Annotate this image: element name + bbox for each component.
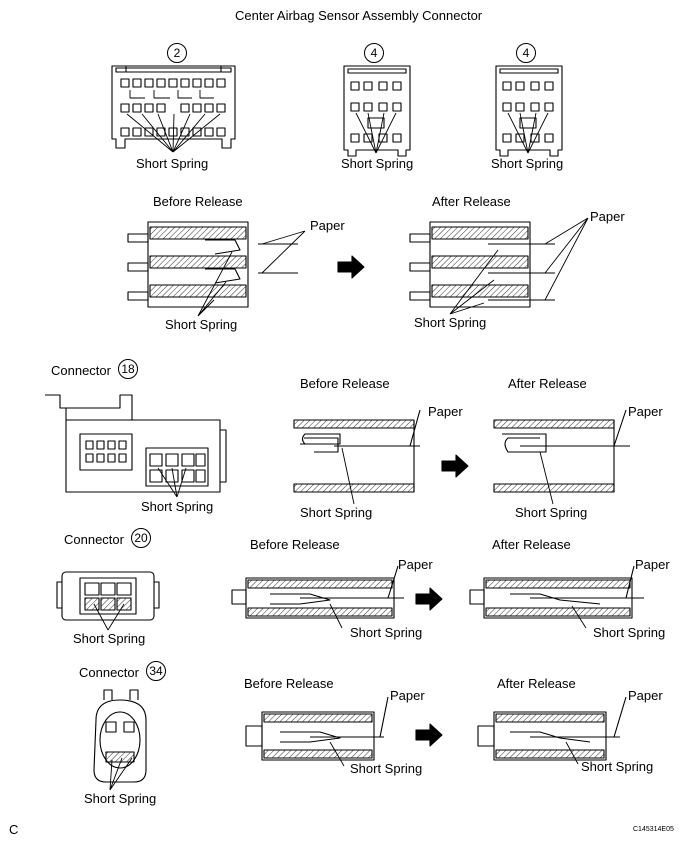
connector-number-4-b: 4 — [516, 43, 536, 63]
after-release-label-2: After Release — [508, 376, 587, 391]
before-release-section-20 — [231, 565, 404, 629]
short-spring-label-3: Short Spring — [491, 156, 564, 171]
footer-letter: C — [9, 822, 19, 837]
figure-code: C145314E05 — [633, 826, 674, 833]
after-release-section-20 — [469, 565, 644, 629]
short-spring-label-11: Short Spring — [593, 625, 666, 640]
connector-number-34: 34 — [146, 661, 166, 681]
connector-number-20: 20 — [131, 528, 151, 548]
diagram-title: Center Airbag Sensor Assembly Connector — [235, 8, 483, 23]
after-release-section-18 — [493, 409, 630, 505]
right-arrow-3 — [415, 587, 443, 611]
connector-4b-drawing — [495, 65, 563, 157]
paper-label-7: Paper — [390, 688, 425, 703]
connector-18-label: Connector — [51, 363, 111, 378]
paper-label-2: Paper — [590, 209, 625, 224]
after-release-section-34 — [477, 696, 627, 765]
short-spring-label-10: Short Spring — [350, 625, 423, 640]
short-spring-label-8: Short Spring — [515, 505, 588, 520]
after-release-label-1: After Release — [432, 194, 511, 209]
short-spring-label-6: Short Spring — [141, 499, 214, 514]
short-spring-label-4: Short Spring — [165, 317, 238, 332]
short-spring-label-13: Short Spring — [581, 759, 654, 774]
connector-number-4-a: 4 — [364, 43, 384, 63]
paper-label-8: Paper — [628, 688, 663, 703]
before-release-label-3: Before Release — [250, 537, 340, 552]
right-arrow-4 — [415, 723, 443, 747]
short-spring-label-1: Short Spring — [136, 156, 209, 171]
short-spring-label-9: Short Spring — [73, 631, 146, 646]
connector-number-18: 18 — [118, 359, 138, 379]
connector-4a-drawing — [343, 65, 411, 157]
short-spring-label-14: Short Spring — [84, 791, 157, 806]
after-release-side-view-1 — [409, 217, 589, 315]
connector-34-drawing — [93, 689, 147, 791]
paper-label-4: Paper — [628, 404, 663, 419]
short-spring-label-2: Short Spring — [341, 156, 414, 171]
connector-2-drawing — [111, 65, 236, 153]
paper-label-6: Paper — [635, 557, 670, 572]
before-release-label-2: Before Release — [300, 376, 390, 391]
before-release-section-18 — [293, 409, 421, 505]
paper-label-5: Paper — [398, 557, 433, 572]
after-release-label-4: After Release — [497, 676, 576, 691]
paper-label-3: Paper — [428, 404, 463, 419]
connector-34-label: Connector — [79, 665, 139, 680]
short-spring-label-12: Short Spring — [350, 761, 423, 776]
right-arrow-1 — [337, 255, 365, 279]
before-release-label-1: Before Release — [153, 194, 243, 209]
before-release-section-34 — [245, 696, 389, 767]
paper-label-1: Paper — [310, 218, 345, 233]
short-spring-label-5: Short Spring — [414, 315, 487, 330]
after-release-label-3: After Release — [492, 537, 571, 552]
connector-number-2: 2 — [167, 43, 187, 63]
short-spring-label-7: Short Spring — [300, 505, 373, 520]
connector-20-drawing — [56, 571, 160, 631]
connector-18-drawing — [45, 394, 227, 498]
connector-20-label: Connector — [64, 532, 124, 547]
before-release-side-view-1 — [127, 221, 306, 317]
right-arrow-2 — [441, 454, 469, 478]
before-release-label-4: Before Release — [244, 676, 334, 691]
